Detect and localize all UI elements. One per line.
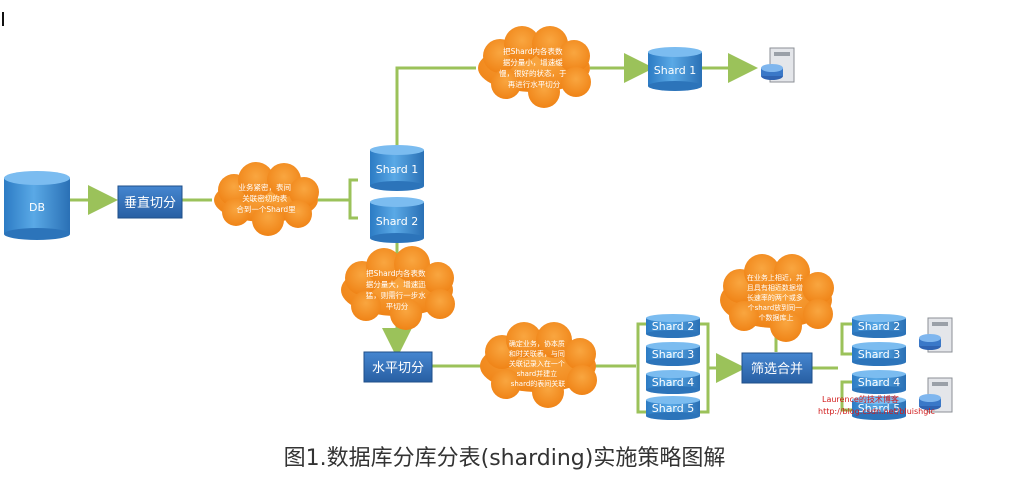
shard-stack-left: Shard 2 Shard 3 Shard 4 Shard 5 [646,314,700,420]
db-node: DB [4,171,70,240]
cloud-3-text: 把Shard内各表数 据分量大，增速迅 猛，则需行一步水 平切分 [366,268,428,311]
server-icon [761,47,795,83]
connectors [70,53,852,414]
watermark-line1: Laurence的技术博客 [822,394,899,404]
svg-text:Shard 3: Shard 3 [652,348,695,361]
stack-left-shard-2: Shard 2 [646,314,700,338]
bracket-right-top [840,322,852,356]
stack-left-shard-4: Shard 4 [646,370,700,394]
vertical-split-box: 垂直切分 [117,185,183,219]
svg-text:Shard 2: Shard 2 [652,320,695,333]
stack-right-shard-2: Shard 2 [852,314,906,338]
shard1-middle: Shard 1 [370,145,424,191]
diagram-canvas: DB 垂直切分 业务紧密，表间 关联密切的表 合到一个Shard里 Shard … [4,26,953,420]
vertical-split-label: 垂直切分 [124,196,176,211]
shard1-middle-label: Shard 1 [376,163,419,176]
server-icon [919,317,953,353]
filter-merge-label: 筛选合并 [751,362,803,377]
stack-right-shard-5: Shard 5 [852,396,906,420]
stack-right-shard-4: Shard 4 [852,370,906,394]
watermark: Laurence的技术博客 http://blog.csdn.net/bluis… [818,394,935,416]
watermark-line2: http://blog.csdn.net/bluishglc [818,407,935,416]
shard1-top-label: Shard 1 [654,64,697,77]
cloud-3: 把Shard内各表数 据分量大，增速迅 猛，则需行一步水 平切分 [341,246,455,330]
cloud-2: 把Shard内各表数 据分量小，增速缓 慢，很好的状态，于 再进行水平切分 [478,26,591,108]
stack-left-shard-3: Shard 3 [646,342,700,366]
db-label: DB [29,201,45,214]
filter-merge-box: 筛选合并 [741,352,813,384]
svg-text:Shard 4: Shard 4 [858,376,901,389]
cloud-1: 业务紧密，表间 关联密切的表 合到一个Shard里 [214,162,319,236]
svg-text:Shard 3: Shard 3 [858,348,901,361]
shard2-middle: Shard 2 [370,197,424,243]
shard2-middle-label: Shard 2 [376,215,419,228]
bracket-right-bottom [840,380,852,412]
stack-left-shard-5: Shard 5 [646,396,700,420]
cloud-5-text: 在业务上相近，并 且具有相近数据增 长速率的两个或多 个shard放到同一 个数… [747,273,805,322]
cloud-1-text: 业务紧密，表间 关联密切的表 合到一个Shard里 [236,182,296,214]
svg-text:Shard 5: Shard 5 [652,402,695,415]
stack-right-shard-3: Shard 3 [852,342,906,366]
cloud-5: 在业务上相近，并 且具有相近数据增 长速率的两个或多 个shard放到同一 个数… [720,254,834,342]
horizontal-split-label: 水平切分 [372,361,424,376]
shard1-top: Shard 1 [648,47,702,91]
horizontal-split-box: 水平切分 [363,351,433,383]
server-icon [919,377,953,413]
cloud-2-text: 把Shard内各表数 据分量小，增速缓 慢，很好的状态，于 再进行水平切分 [499,46,569,89]
cloud-4: 确定业务，协本质 和时关联表，与同 关联记录入在一个 shard并建立 shar… [480,322,597,408]
arrow-shard1-up [395,66,476,150]
svg-text:Shard 2: Shard 2 [858,320,901,333]
cloud-4-text: 确定业务，协本质 和时关联表，与同 关联记录入在一个 shard并建立 shar… [509,339,567,388]
shard-stack-right: Shard 2 Shard 3 Shard 4 Shard 5 [852,314,906,420]
bracket-stack-left [636,322,646,414]
svg-text:Shard 4: Shard 4 [652,376,695,389]
bracket-stack-left-out [700,322,710,414]
figure-caption: 图1.数据库分库分表(sharding)实施策略图解 [283,446,726,471]
bracket-shard12 [348,178,358,220]
text-cursor [2,12,4,26]
svg-text:Shard 5: Shard 5 [858,402,901,415]
